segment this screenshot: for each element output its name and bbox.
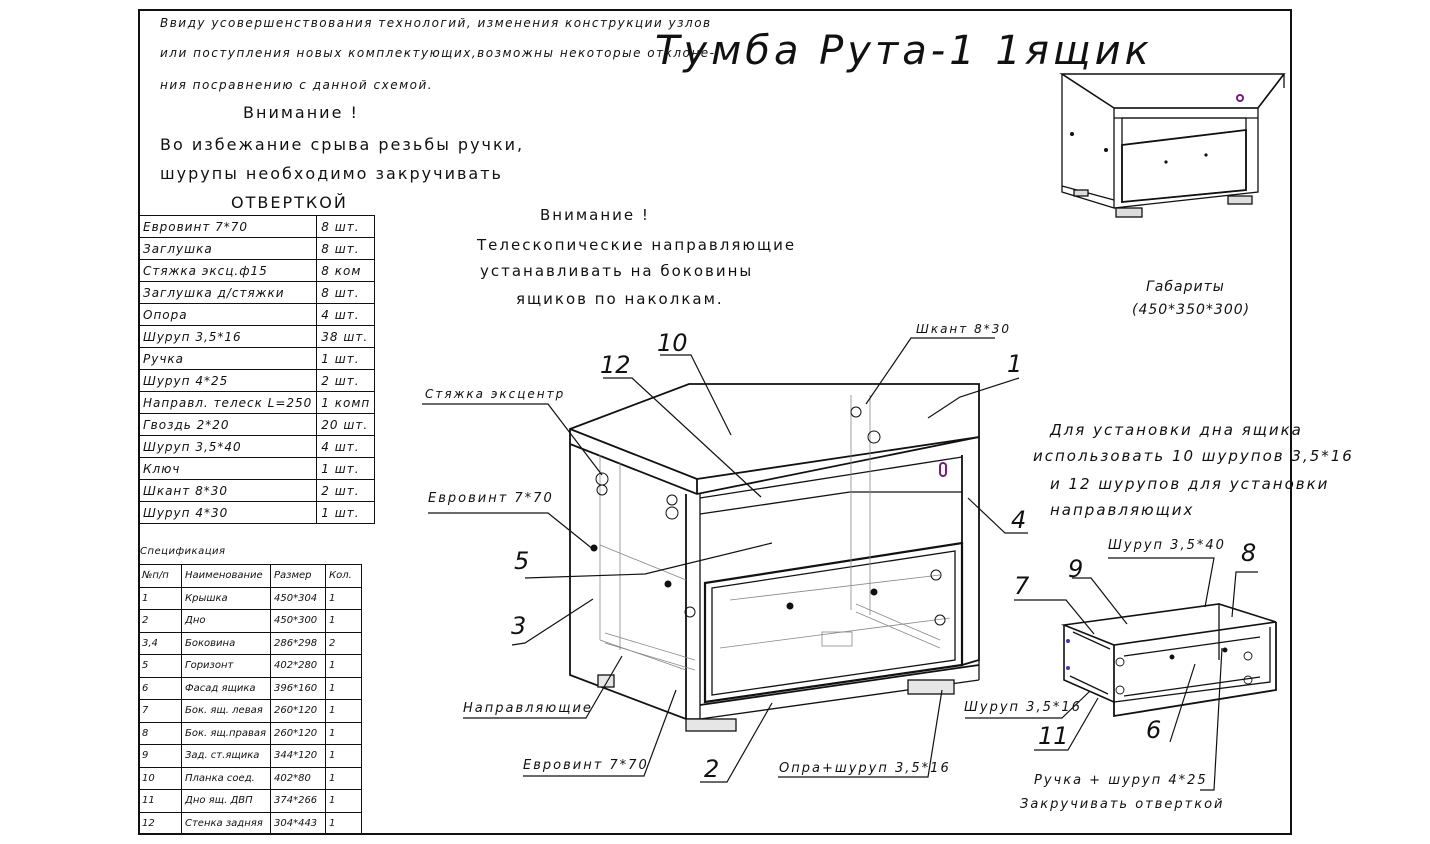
spec-cell: Стенка задняя [181, 811, 271, 835]
spec-cell: 1 [325, 744, 362, 768]
cabinet-marker [939, 462, 947, 477]
warning1-line-2: шурупы необходимо закручивать [160, 164, 503, 183]
callout-4: 4 [1011, 506, 1027, 534]
hardware-name: Ручка [137, 347, 318, 370]
spec-cell: 304*443 [270, 811, 326, 835]
callout-9: 9 [1068, 555, 1084, 583]
disclaimer-line-1: Ввиду усовершенствования технологий, изм… [160, 16, 712, 30]
callout-12: 12 [600, 351, 631, 379]
disclaimer-line-3: ния посравнению с данной схемой. [160, 78, 434, 92]
label-evrovint-bottom: Евровинт 7*70 [523, 758, 649, 773]
spec-cell: 1 [325, 721, 362, 745]
hardware-name: Заглушка д/стяжки [137, 281, 318, 304]
spec-cell: 1 [325, 811, 362, 835]
label-shurup316: Шуруп 3,5*16 [964, 700, 1082, 715]
disclaimer-line-2: или поступления новых комплектующих,возм… [160, 46, 716, 60]
label-shurup340: Шуруп 3,5*40 [1108, 538, 1226, 553]
drawing-title: Тумба Рута-1 1ящик [655, 28, 1153, 74]
hardware-qty: 1 шт. [316, 347, 376, 370]
callout-10: 10 [657, 329, 688, 357]
hardware-qty: 2 шт. [316, 479, 376, 502]
warning1-heading: Внимание ! [243, 103, 359, 122]
leader-lines [422, 337, 1258, 791]
callout-1: 1 [1007, 350, 1023, 378]
drawer [1060, 603, 1277, 718]
hardware-name: Шуруп 4*25 [137, 369, 318, 392]
cabinet-holes [590, 406, 946, 626]
callout-5: 5 [514, 547, 530, 575]
hardware-name: Шуруп 4*30 [137, 501, 318, 524]
hardware-qty: 4 шт. [316, 303, 376, 326]
warning2-line-1: Телескопические направляющие [477, 236, 797, 254]
drawer-note-4: направляющих [1050, 501, 1195, 519]
callout-11: 11 [1038, 722, 1069, 750]
hardware-qty: 2 шт. [316, 369, 376, 392]
table-header-row: №п/п Наименование Размер Кол. [138, 564, 362, 588]
thumbnail-cabinet [1059, 73, 1286, 218]
callout-8: 8 [1241, 539, 1257, 567]
label-styazhka: Стяжка эксцентр [425, 387, 566, 401]
drawer-holes [1066, 639, 1253, 695]
label-zakruchivat: Закручивать отверткой [1020, 797, 1225, 812]
hardware-qty: 8 шт. [316, 215, 376, 238]
label-ruchka: Ручка + шуруп 4*25 [1034, 773, 1208, 788]
warning2-line-3: ящиков по наколкам. [516, 290, 724, 308]
label-shkant: Шкант 8*30 [916, 322, 1011, 336]
drawer-note-3: и 12 шурупов для установки [1050, 475, 1330, 493]
callout-3: 3 [511, 612, 527, 640]
hardware-qty: 20 шт. [316, 413, 376, 436]
thumbnail-marker [1236, 94, 1244, 102]
main-cabinet [569, 383, 980, 732]
hardware-qty: 8 ком [316, 259, 376, 282]
callout-2: 2 [704, 755, 720, 783]
label-evrovint-top: Евровинт 7*70 [428, 491, 554, 506]
callout-6: 6 [1146, 716, 1162, 744]
thumbnail-dots [1070, 132, 1208, 164]
hardware-name: Шкант 8*30 [137, 479, 318, 502]
warning2-heading: Внимание ! [540, 206, 650, 224]
warning2-line-2: устанавливать на боковины [480, 262, 754, 280]
drawer-note-2: использовать 10 шурупов 3,5*16 [1033, 447, 1354, 465]
hardware-qty: 1 комп [316, 391, 376, 414]
hardware-name: Опора [137, 303, 318, 326]
hardware-qty: 1 шт. [316, 501, 376, 524]
callout-7: 7 [1014, 572, 1030, 600]
warning1-line-3: ОТВЕРТКОЙ [231, 193, 348, 212]
label-napr: Направляющие [463, 701, 593, 716]
label-opora: Опра+шуруп 3,5*16 [779, 761, 951, 776]
dimensions-label: Габариты [1146, 279, 1225, 295]
warning1-line-1: Во избежание срыва резьбы ручки, [160, 135, 525, 154]
spec-caption: Спецификация [140, 546, 226, 557]
dimensions-value: (450*350*300) [1132, 302, 1251, 318]
hardware-name: Шуруп 3,5*16 [137, 325, 318, 348]
drawer-note-1: Для установки дна ящика [1050, 421, 1303, 439]
